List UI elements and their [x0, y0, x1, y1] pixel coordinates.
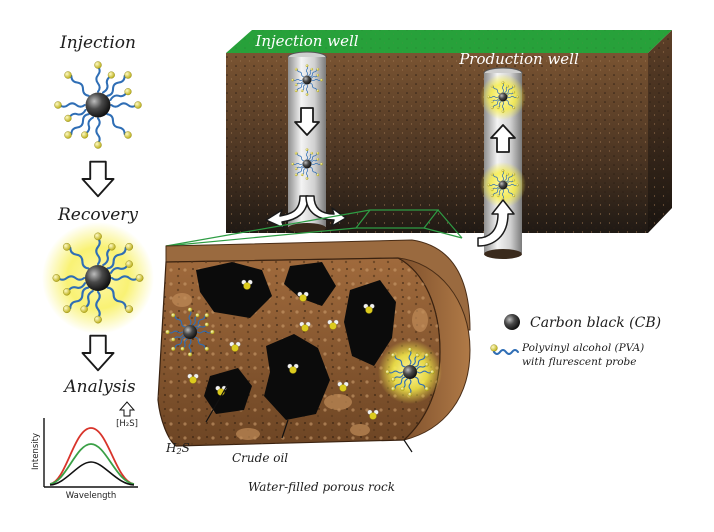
- up-arrow-icon: [118, 401, 136, 417]
- up-arrow-icon: [490, 124, 516, 153]
- curve-mid: [49, 443, 135, 485]
- y-axis-label: Intensity: [31, 433, 41, 470]
- h2s-label: H2S: [165, 441, 190, 456]
- probe-icon: [490, 344, 498, 352]
- porous-rock-label: Water-filled porous rock: [248, 480, 395, 494]
- nanoparticle-icon: [165, 307, 215, 357]
- step-injection-label: Injection: [59, 33, 136, 53]
- glowing-nanoparticle-icon: [51, 231, 145, 325]
- process-column: Injection Recovery Analysis: [42, 33, 154, 397]
- pva-chain-icon: [493, 349, 519, 355]
- nanoparticle-icon: [290, 63, 324, 97]
- injection-well-label: Injection well: [254, 32, 358, 50]
- curved-arrow-icon: [477, 199, 515, 247]
- nanoparticle-icon: [53, 60, 143, 150]
- down-arrow-icon: [294, 107, 320, 136]
- production-well: [477, 67, 526, 259]
- production-well-label: Production well: [458, 50, 579, 68]
- glowing-nanoparticle-icon: [385, 347, 435, 397]
- step-analysis-label: Analysis: [62, 377, 136, 397]
- oil-pores: [196, 262, 396, 420]
- injection-well: [265, 51, 347, 233]
- glowing-nanoparticle-icon: [486, 168, 520, 202]
- step-recovery-label: Recovery: [57, 205, 138, 225]
- h2s-concentration-label: [H₂S]: [116, 419, 138, 429]
- glowing-nanoparticle-icon: [486, 80, 520, 114]
- crude-oil-label: Crude oil: [232, 451, 288, 465]
- curved-arrow-icon: [265, 195, 309, 229]
- legend-pva-line1: Polyvinyl alcohol (PVA): [521, 342, 644, 354]
- carbon-black-icon: [504, 314, 520, 330]
- down-arrow-icon: [81, 160, 115, 198]
- callout-lines: [205, 383, 413, 453]
- x-axis-label: Wavelength: [66, 491, 116, 501]
- porous-rock-section: [157, 239, 471, 447]
- legend: Carbon black (CB) Polyvinyl alcohol (PVA…: [490, 314, 661, 368]
- spectrum-chart: Intensity Wavelength [H₂S]: [31, 401, 138, 501]
- legend-carbon-black: Carbon black (CB): [530, 315, 661, 331]
- down-arrow-icon: [81, 334, 115, 372]
- curve-high: [49, 427, 135, 485]
- nanoparticle-icon: [290, 147, 324, 181]
- curved-arrow-icon: [305, 195, 347, 227]
- curve-low: [49, 461, 135, 486]
- legend-pva-line2: with flurescent probe: [522, 356, 636, 368]
- zoom-indicator: [165, 209, 463, 247]
